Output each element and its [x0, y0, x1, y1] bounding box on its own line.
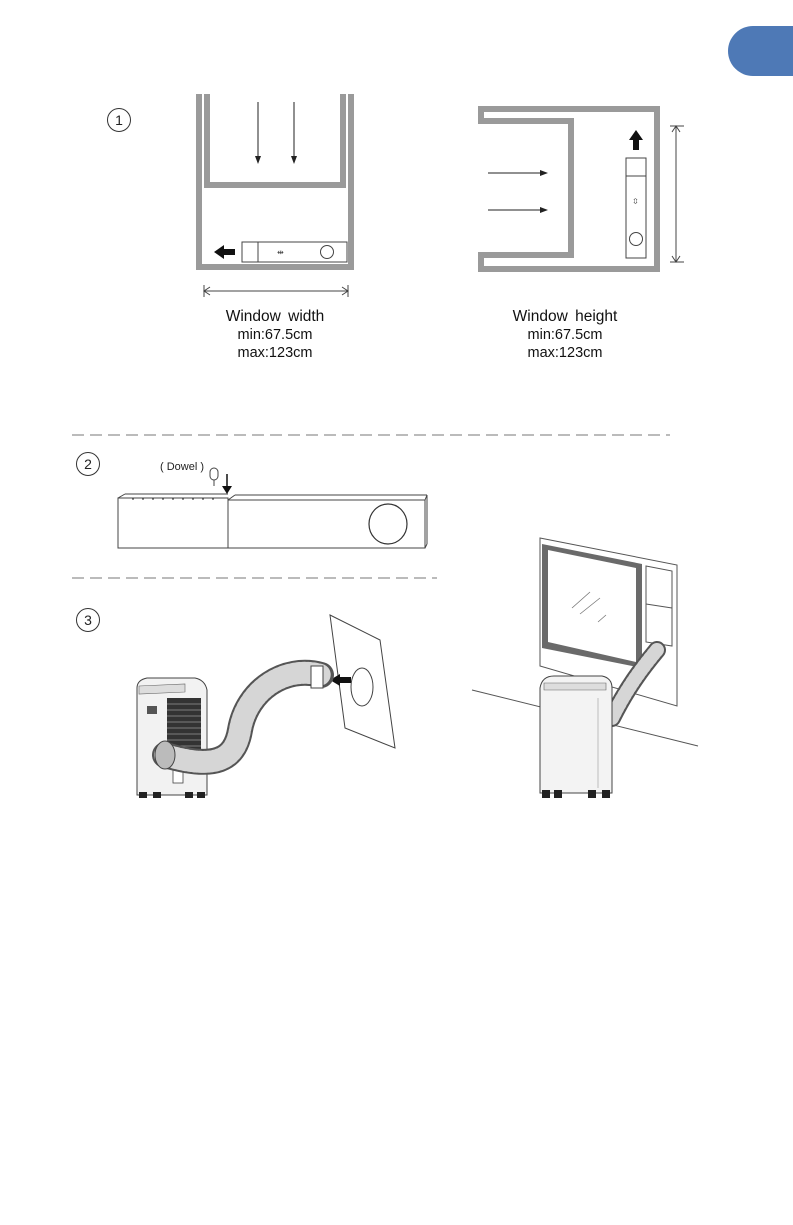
installed-unit-at-window	[472, 538, 702, 802]
svg-text:⇹: ⇹	[277, 248, 284, 257]
window-height-caption: Window height min:67.5cm max:123cm	[485, 308, 645, 362]
section-tab	[728, 26, 793, 76]
svg-text:⇳: ⇳	[632, 197, 639, 206]
sliding-panel-diagram	[115, 468, 435, 554]
section-divider	[72, 434, 670, 438]
window-width-max: max:123cm	[195, 344, 355, 362]
window-height-max: max:123cm	[485, 344, 645, 362]
section-divider	[72, 577, 437, 581]
window-height-diagram: ⇳	[478, 106, 688, 274]
unit-with-exhaust-hose	[125, 610, 425, 802]
step-3-number: 3	[76, 608, 100, 632]
step-2-number: 2	[76, 452, 100, 476]
step-1-number: 1	[107, 108, 131, 132]
window-height-label: Window height	[485, 308, 645, 326]
window-height-min: min:67.5cm	[485, 326, 645, 344]
window-width-caption: Window width min:67.5cm max:123cm	[195, 308, 355, 362]
window-width-diagram: ⇹	[190, 94, 365, 304]
window-width-label: Window width	[195, 308, 355, 326]
window-width-min: min:67.5cm	[195, 326, 355, 344]
